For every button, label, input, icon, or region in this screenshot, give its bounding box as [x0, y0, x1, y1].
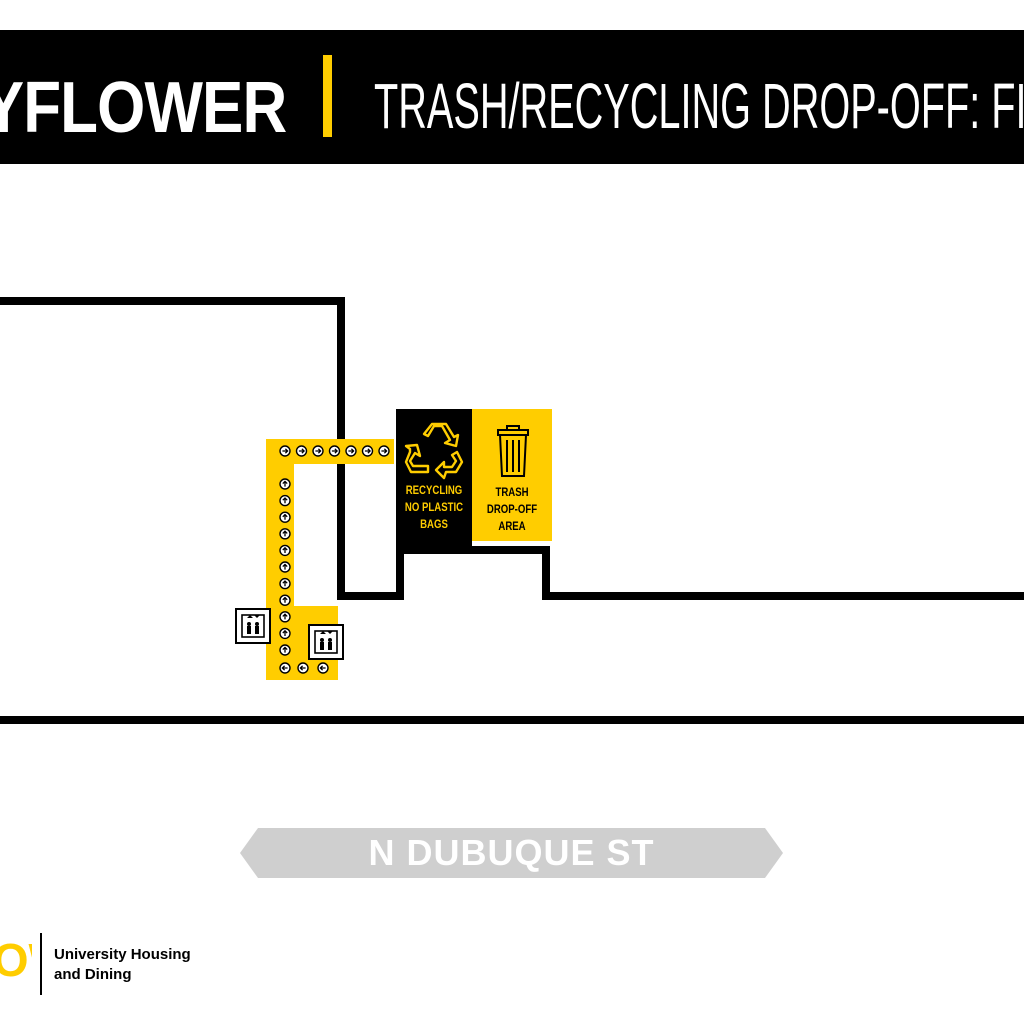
recycling-zone — [396, 409, 472, 550]
elevator-icon — [235, 608, 271, 644]
arrow-icon — [361, 445, 374, 457]
org-line1: University Housing — [54, 946, 191, 963]
arrow-icon — [279, 627, 291, 640]
arrow-icon — [312, 445, 324, 457]
trash-label-line1: TRASH — [495, 485, 529, 499]
arrow-icon — [279, 644, 291, 656]
header-divider — [323, 55, 332, 137]
street-name: N DUBUQUE ST — [368, 832, 655, 873]
recycling-label-line2: NO PLASTIC — [404, 500, 464, 514]
route-arrows — [279, 445, 390, 674]
building-wall-upper — [0, 297, 1024, 600]
logo-text: IOWA — [0, 936, 32, 984]
footer-divider — [40, 933, 42, 995]
trash-label-line2: DROP-OFF — [486, 502, 538, 516]
arrow-icon — [279, 577, 291, 590]
arrow-icon — [279, 611, 291, 623]
route-path — [266, 439, 394, 680]
arrow-icon — [317, 662, 329, 674]
arrow-icon — [279, 561, 291, 573]
header-banner: MAYFLOWER TRASH/RECYCLING DROP-OFF: FIRS… — [0, 30, 1024, 164]
trash-can-icon — [497, 425, 529, 477]
arrow-icon — [295, 445, 308, 457]
arrow-icon — [279, 528, 291, 540]
street-sign: N DUBUQUE ST — [240, 828, 783, 878]
arrow-icon — [279, 511, 291, 523]
trash-label-line3: AREA — [498, 519, 526, 533]
recycling-label: RECYCLING NO PLASTIC BAGS — [396, 482, 472, 533]
arrow-icon — [279, 662, 291, 674]
trash-label: TRASH DROP-OFF AREA — [472, 484, 552, 535]
recycle-icon — [404, 422, 464, 480]
arrow-icon — [345, 445, 357, 457]
iowa-logo: IOWA — [0, 936, 32, 984]
arrow-icon — [297, 662, 309, 674]
arrow-icon — [279, 478, 291, 490]
street-shape — [240, 828, 783, 878]
recycling-label-line1: RECYCLING — [405, 483, 463, 497]
arrow-icon — [279, 445, 291, 457]
elevator-icon — [308, 624, 344, 660]
arrow-icon — [328, 445, 341, 457]
arrow-icon — [279, 494, 291, 507]
map-title: TRASH/RECYCLING DROP-OFF: FIRST FLOOR — [374, 70, 1024, 142]
org-line2: and Dining — [54, 966, 132, 983]
arrow-icon — [279, 544, 291, 557]
arrow-icon — [279, 594, 291, 606]
building-name: MAYFLOWER — [0, 68, 287, 148]
arrow-icon — [378, 445, 390, 457]
org-name: University Housing and Dining — [54, 945, 191, 985]
recycling-label-line3: BAGS — [420, 517, 448, 531]
